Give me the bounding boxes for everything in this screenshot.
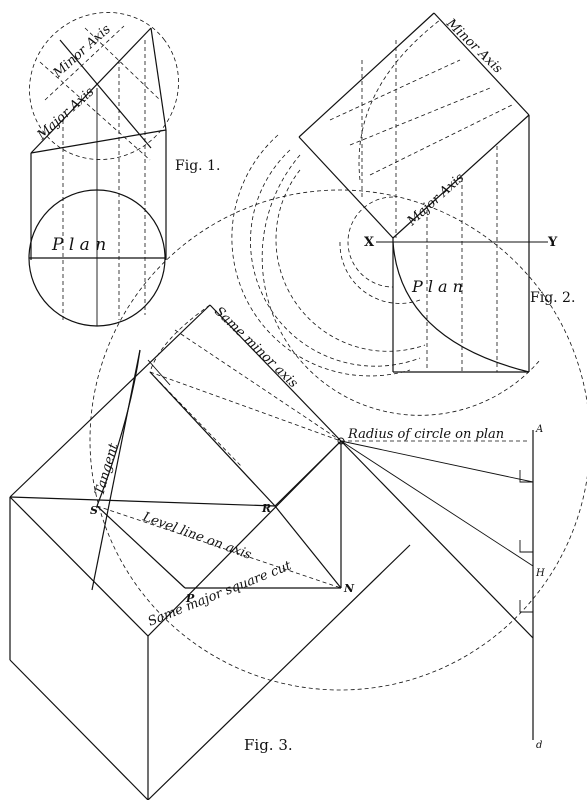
fig2-curve xyxy=(358,19,441,181)
fig3-S-P xyxy=(96,505,186,589)
fig3-diag-to-A xyxy=(340,440,534,639)
fig1-major-label: Major Axis xyxy=(34,84,98,143)
fig1-hatch xyxy=(84,27,161,101)
fig3-top-left-edge xyxy=(9,304,211,498)
point-H: H xyxy=(535,568,545,579)
fig2-left-cut xyxy=(298,136,394,239)
fig3-dash-top xyxy=(149,371,342,442)
fig3-base-right xyxy=(147,544,411,801)
fig3-dash-SN xyxy=(96,505,342,589)
fig3-tangent-label: Tangent xyxy=(92,441,121,497)
fig3-R-link xyxy=(274,440,342,507)
fig3-right-angle xyxy=(519,600,533,613)
fig2-arc xyxy=(347,196,394,288)
fig3-tangent-line xyxy=(91,349,141,591)
fig2-y-label: Y xyxy=(547,235,558,250)
fig2-plan-label: P l a n xyxy=(411,277,463,296)
fig3-major-label: Same major square cut xyxy=(146,558,294,630)
fig3-marker xyxy=(147,359,171,386)
fig2-arc xyxy=(261,154,541,416)
fig2-arc xyxy=(275,169,426,352)
fig2-top-right xyxy=(433,12,530,116)
point-N: N xyxy=(343,582,355,595)
fig2-major-axis xyxy=(392,114,530,239)
fig2-hatch xyxy=(369,104,513,176)
fig3-caption: Fig. 3. xyxy=(244,736,293,754)
fig2-plan-arc xyxy=(392,241,530,373)
fig1-section-ellipse xyxy=(29,12,179,160)
fig3-base-left xyxy=(9,659,149,801)
fig1-plan-label: P l a n xyxy=(51,235,106,255)
point-d: d xyxy=(536,740,542,751)
fig1-bottom-cut xyxy=(30,129,167,154)
fig1-minor-axis-line xyxy=(59,39,152,149)
fig2-caption: Fig. 2. xyxy=(530,290,575,306)
fig1-minor-label: Minor Axis xyxy=(50,22,114,82)
point-P: P xyxy=(185,592,195,605)
figure-2: Minor Axis Major Axis P l a n X Y Fig. 2… xyxy=(231,12,575,416)
fig3-dash-curve xyxy=(149,304,211,373)
fig3-top-R xyxy=(149,371,276,507)
fig1-caption: Fig. 1. xyxy=(175,158,220,174)
point-R: R xyxy=(261,502,271,515)
fig1-hatch xyxy=(39,61,151,161)
fig2-minor-label: Minor Axis xyxy=(443,15,506,76)
fig3-curve xyxy=(96,349,141,507)
fig3-level-line xyxy=(9,496,276,507)
fig2-arc xyxy=(339,241,421,304)
fig3-right-angle xyxy=(519,540,533,553)
fig3-dash-mid xyxy=(149,371,242,467)
fig2-hatch xyxy=(349,87,491,146)
point-A: A xyxy=(535,424,543,435)
fig3-top-right-edge xyxy=(209,304,342,442)
fig3-radius-label: Radius of circle on plan xyxy=(347,427,504,442)
fig1-outline-left xyxy=(30,27,152,154)
fig3-ray-1 xyxy=(340,440,534,483)
fig2-arc xyxy=(250,149,421,367)
fig1-top-right xyxy=(150,27,167,131)
fig3-plan-circle xyxy=(89,189,587,691)
fig3-minor-label: Same minor axis xyxy=(211,304,301,391)
fig2-hatch xyxy=(329,59,461,121)
fig3-dash-top2 xyxy=(174,329,342,442)
point-S: S xyxy=(90,504,98,517)
fig2-top-left xyxy=(298,12,435,138)
fig2-x-label: X xyxy=(364,235,375,250)
fig2-arc xyxy=(231,134,411,377)
fig2-major-label: Major Axis xyxy=(404,170,468,229)
fig3-R-N xyxy=(274,505,342,589)
fig3-level-label: Level line on axis xyxy=(140,509,254,563)
fig3-front-cut xyxy=(9,496,149,637)
fig3-ray-2 xyxy=(340,440,534,567)
figure-1: Minor Axis Major Axis P l a n Fig. 1. xyxy=(28,12,220,327)
fig3-centre-point xyxy=(337,437,345,445)
fig3-right-angle xyxy=(519,470,533,483)
